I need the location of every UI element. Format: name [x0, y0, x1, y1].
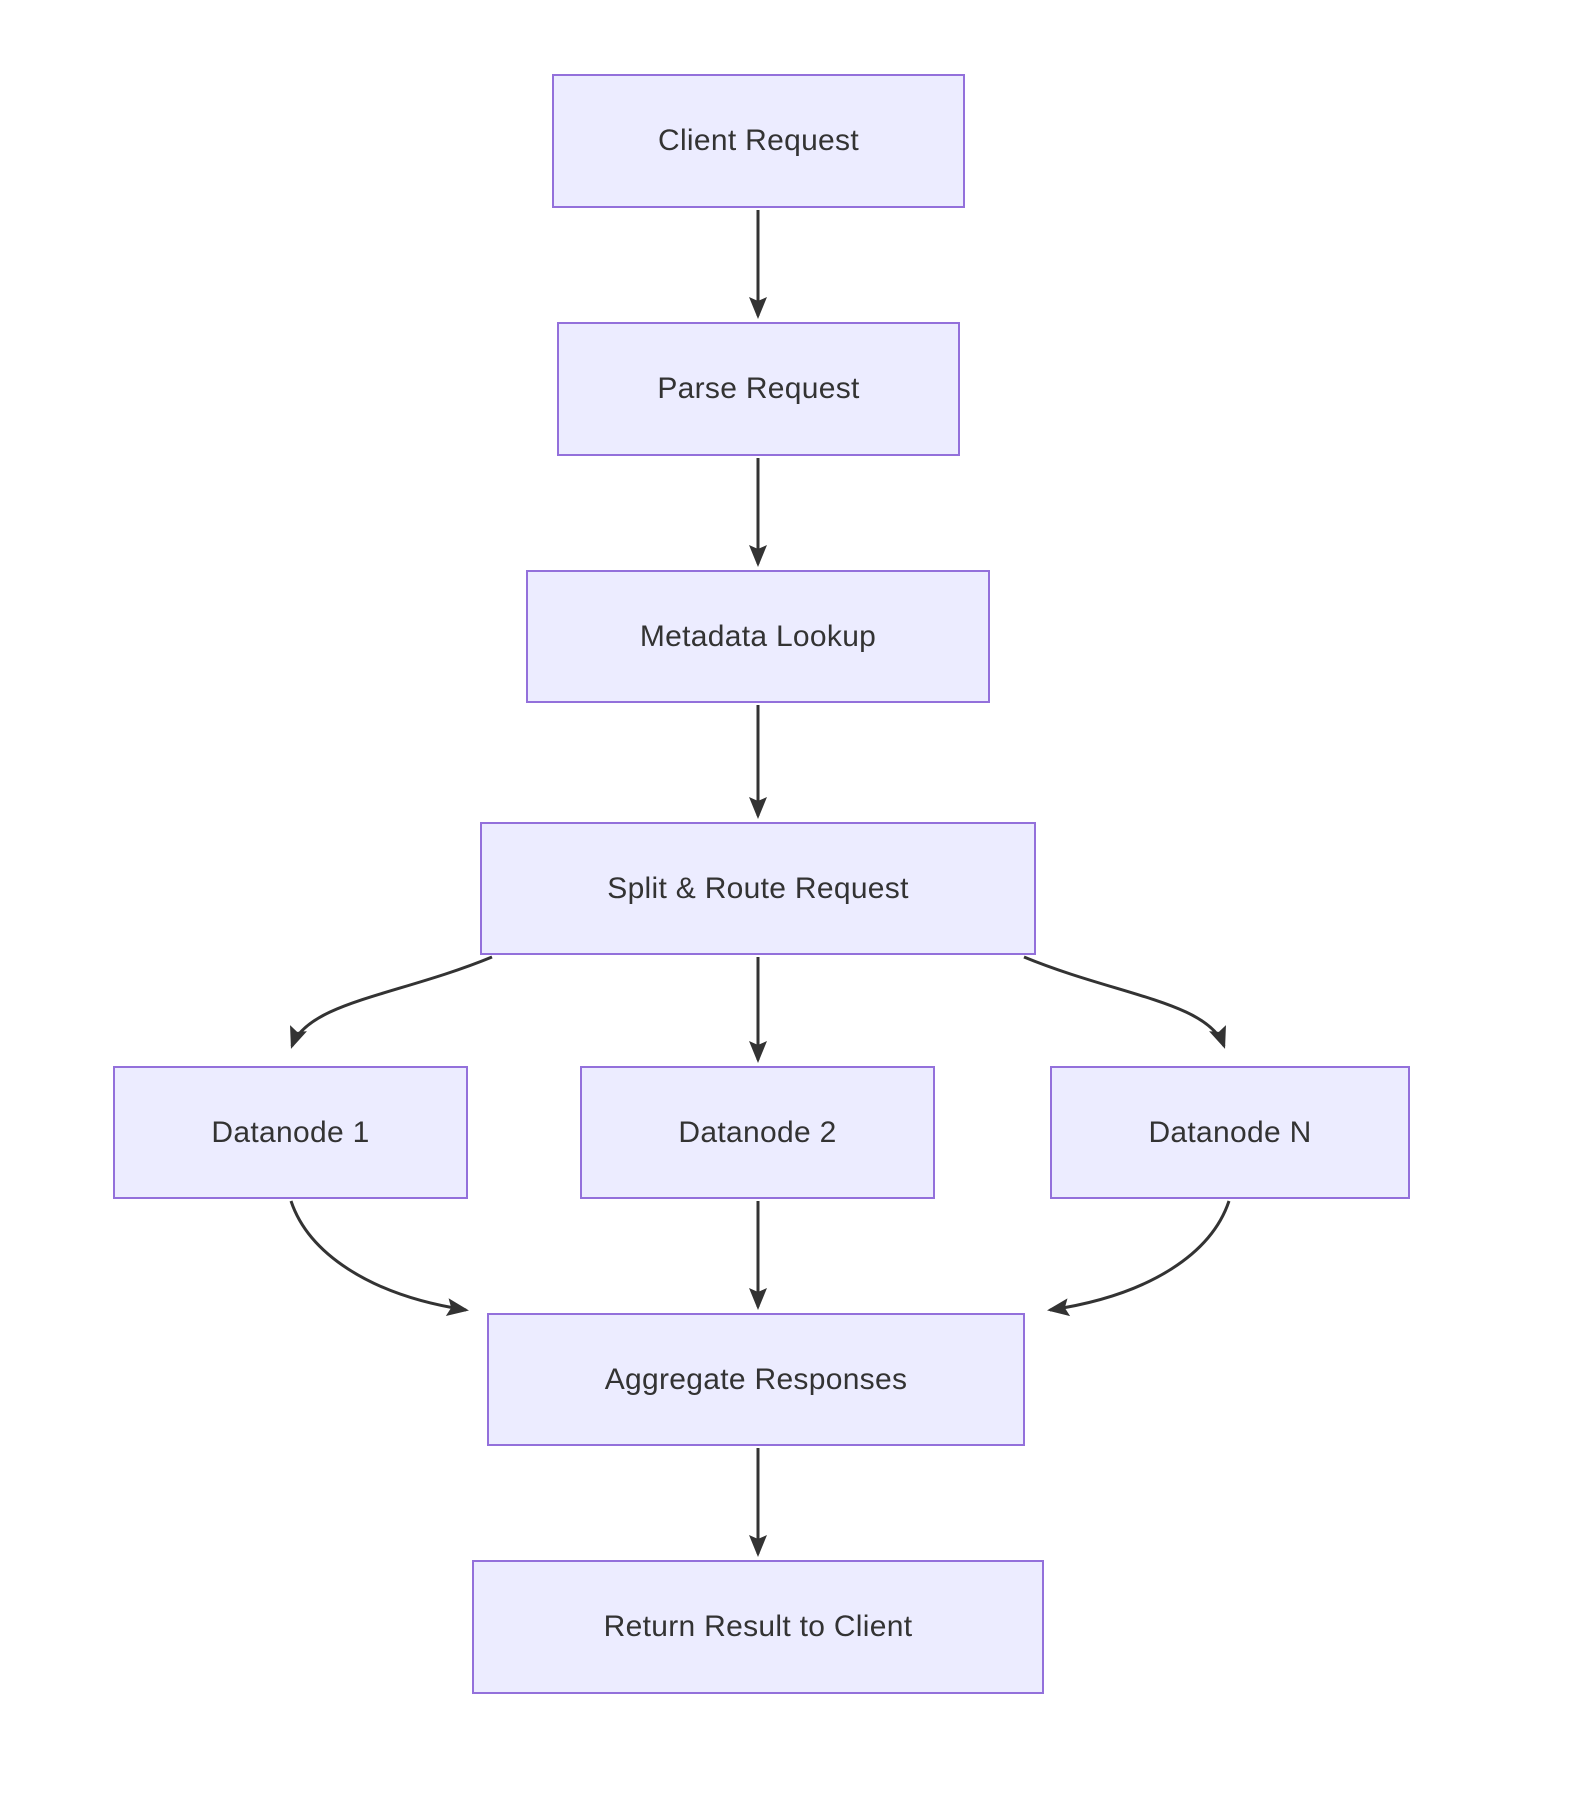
node-metadata-lookup-label: Metadata Lookup	[639, 619, 877, 653]
edge-datanodeN-to-aggregate	[1047, 1200, 1231, 1317]
node-datanode-n: Datanode N	[1050, 1066, 1410, 1199]
node-split-route-request-label: Split & Route Request	[607, 871, 909, 905]
node-aggregate-responses: Aggregate Responses	[487, 1313, 1025, 1446]
node-return-result-to-client-label: Return Result to Client	[603, 1610, 913, 1643]
node-client-request: Client Request	[552, 74, 965, 208]
edge-datanode1-to-aggregate	[289, 1200, 469, 1317]
edge-split-to-datanode1	[290, 955, 493, 1049]
node-datanode-1-label: Datanode 1	[211, 1115, 370, 1149]
node-datanode-2: Datanode 2	[580, 1066, 935, 1199]
node-datanode-n-label: Datanode N	[1148, 1115, 1312, 1149]
node-client-request-label: Client Request	[658, 124, 859, 157]
node-aggregate-responses-label: Aggregate Responses	[604, 1362, 908, 1396]
node-parse-request: Parse Request	[557, 322, 960, 456]
node-metadata-lookup: Metadata Lookup	[526, 570, 990, 703]
node-split-route-request: Split & Route Request	[480, 822, 1036, 955]
node-parse-request-label: Parse Request	[657, 372, 860, 405]
node-datanode-1: Datanode 1	[113, 1066, 468, 1199]
node-datanode-2-label: Datanode 2	[678, 1115, 837, 1149]
node-return-result-to-client: Return Result to Client	[472, 1560, 1044, 1694]
edge-split-to-datanodeN	[1023, 955, 1226, 1049]
